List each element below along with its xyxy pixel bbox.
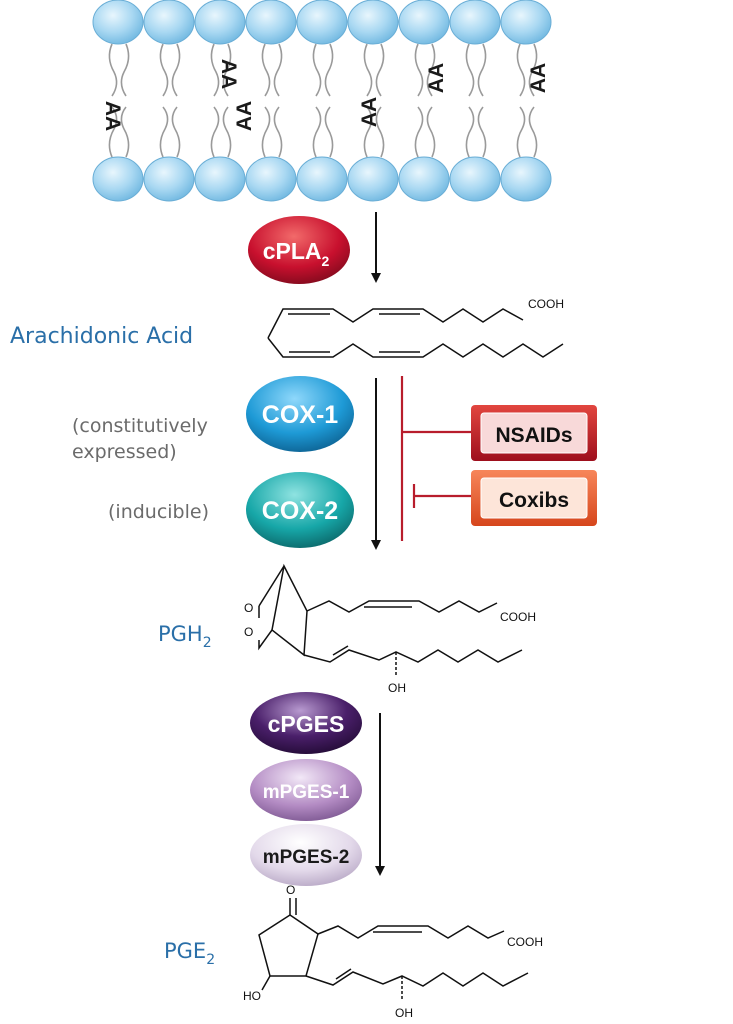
aa-lipid-labels: AA AA AA AA AA AA bbox=[101, 59, 550, 131]
pge2-ho-label: HO bbox=[243, 989, 261, 1003]
pgh2-oh-label: OH bbox=[388, 681, 406, 695]
inhibition-lines bbox=[400, 376, 473, 541]
cox2-label: COX-2 bbox=[262, 497, 338, 525]
phospholipid-membrane: AA AA AA AA AA AA bbox=[92, 0, 552, 202]
pgh2-cooh-label: COOH bbox=[500, 610, 536, 624]
pge2-label: PGE2 bbox=[164, 939, 215, 968]
mpges1-label: mPGES-1 bbox=[263, 782, 350, 803]
cox2-enzyme: COX-2 bbox=[246, 472, 354, 548]
nsaids-box: NSAIDs bbox=[471, 405, 597, 461]
pgh2-structure bbox=[258, 563, 523, 676]
phospholipid-heads-bottom bbox=[92, 156, 552, 202]
nsaids-label: NSAIDs bbox=[495, 424, 572, 447]
pgh2-o-bottom: O bbox=[244, 625, 253, 639]
arachidonic-acid-label: Arachidonic Acid bbox=[10, 324, 193, 349]
cpla2-label: cPLA2 bbox=[263, 238, 330, 269]
aa-label: AA bbox=[233, 101, 256, 131]
aa-label: AA bbox=[217, 59, 240, 89]
pge2-ketone-o: O bbox=[286, 883, 295, 897]
pge2-structure bbox=[258, 898, 529, 1000]
arachidonic-acid-structure bbox=[267, 308, 564, 358]
aa-label: AA bbox=[358, 97, 381, 127]
aa-label: AA bbox=[101, 101, 124, 131]
mpges2-label: mPGES-2 bbox=[263, 847, 350, 868]
cox1-note-line1: (constitutively bbox=[72, 415, 208, 437]
pge2-cooh-label: COOH bbox=[507, 935, 543, 949]
cox1-enzyme: COX-1 bbox=[246, 376, 354, 452]
cpges-label: cPGES bbox=[268, 711, 345, 737]
mpges1-enzyme: mPGES-1 bbox=[250, 759, 362, 821]
coxibs-label: Coxibs bbox=[499, 489, 569, 512]
pgh2-label: PGH2 bbox=[158, 622, 212, 651]
cpges-enzyme: cPGES bbox=[250, 692, 362, 754]
cpla2-enzyme: cPLA2 bbox=[248, 216, 350, 284]
coxibs-box: Coxibs bbox=[471, 470, 597, 526]
lipid-tails bbox=[108, 43, 538, 158]
pge2-oh-label: OH bbox=[395, 1006, 413, 1020]
aa-label: AA bbox=[425, 63, 448, 93]
phospholipid-heads-top bbox=[92, 0, 552, 45]
aa-label: AA bbox=[527, 63, 550, 93]
cox1-label: COX-1 bbox=[262, 401, 339, 429]
mpges2-enzyme: mPGES-2 bbox=[250, 824, 362, 886]
aa-cooh-label: COOH bbox=[528, 297, 564, 311]
cox2-note: (inducible) bbox=[108, 501, 209, 523]
pgh2-o-top: O bbox=[244, 601, 253, 615]
cox1-note-line2: expressed) bbox=[72, 441, 177, 463]
